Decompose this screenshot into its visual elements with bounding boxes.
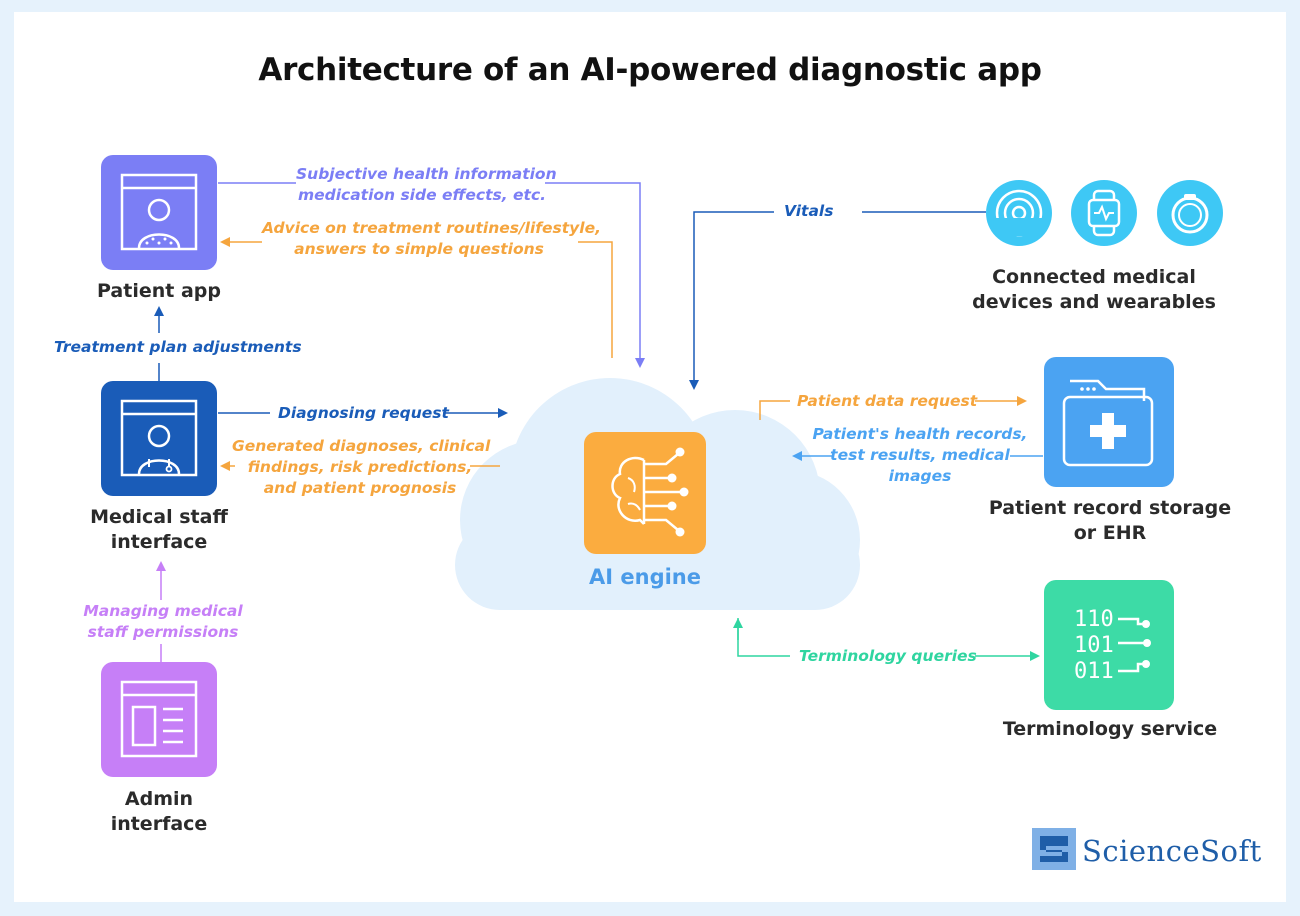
connector-patient-data-request	[759, 401, 1025, 420]
ai-engine-box	[584, 432, 706, 554]
flow-label-health-records: Patient's health records, test results, …	[812, 425, 1028, 485]
connector-advice	[222, 242, 613, 358]
patient-app-box	[101, 155, 217, 270]
flow-label-terminology-queries: Terminology queries	[799, 647, 977, 665]
ai-engine-label: AI engine	[589, 565, 701, 589]
connector-subjective-info	[218, 182, 640, 366]
binary-code-icon: 110 101 011	[1074, 607, 1151, 684]
medical-folder-icon	[1062, 379, 1154, 467]
medical-staff-box	[101, 381, 217, 496]
admin-label: Admin interface	[110, 788, 208, 835]
smartwatch-icon	[1071, 180, 1137, 246]
patient-app-label: Patient app	[97, 280, 221, 302]
ehr-box	[1044, 357, 1174, 487]
admin-icon	[120, 680, 198, 758]
flow-label-vitals: Vitals	[784, 202, 834, 220]
diagram-title: Architecture of an AI-powered diagnostic…	[258, 52, 1042, 88]
flow-label-treatment-plan: Treatment plan adjustments	[54, 338, 302, 356]
flow-label-subjective-info: Subjective health information medication…	[296, 165, 557, 204]
medical-staff-label: Medical staff interface	[90, 506, 228, 553]
terminology-label: Terminology service	[1002, 718, 1218, 740]
svg-text:110: 110	[1074, 607, 1114, 632]
doctor-icon	[120, 399, 198, 477]
ehr-label: Patient record storage or EHR	[988, 497, 1232, 544]
ring-device-icon	[1157, 180, 1223, 246]
flow-label-advice: Advice on treatment routines/lifestyle, …	[262, 219, 601, 258]
flow-label-diagnosing-request: Diagnosing request	[278, 404, 449, 422]
admin-box	[101, 662, 217, 777]
flow-label-generated-diagnoses: Generated diagnoses, clinical findings, …	[232, 437, 491, 497]
patient-app-icon	[120, 173, 198, 251]
svg-text:011: 011	[1074, 659, 1114, 684]
flow-label-patient-data-request: Patient data request	[797, 392, 978, 410]
sensor-device-icon	[986, 180, 1052, 246]
devices-label: Connected medical devices and wearables	[972, 266, 1216, 313]
brain-icon	[611, 447, 689, 537]
terminology-box: 110 101 011	[1044, 580, 1174, 710]
sciencesoft-logo-text: ScienceSoft	[1082, 834, 1262, 868]
connector-vitals	[694, 211, 986, 388]
svg-text:101: 101	[1074, 633, 1114, 658]
flow-label-managing-permissions: Managing medical staff permissions	[83, 602, 243, 641]
